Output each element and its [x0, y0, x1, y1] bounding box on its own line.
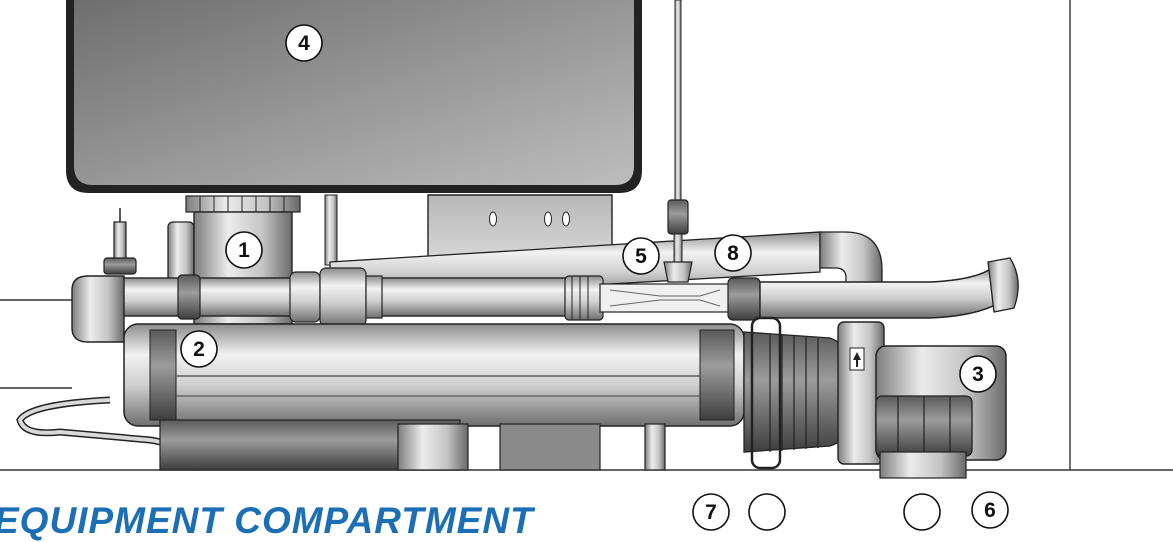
- outlet-pipe: [727, 257, 1019, 321]
- callout-6: 6: [971, 491, 1009, 529]
- venturi-injector: [599, 199, 731, 313]
- callout-blank-right: [903, 493, 941, 531]
- callout-blank-left: [748, 493, 786, 531]
- heat-exchanger: [71, 275, 745, 427]
- vent-pipe: [324, 194, 338, 266]
- svg-text:8: 8: [727, 242, 739, 265]
- callout-7: 7: [692, 493, 730, 531]
- section-title: EQUIPMENT COMPARTMENT: [0, 500, 534, 541]
- mounting-bracket: [427, 194, 613, 263]
- callout-8: 8: [714, 234, 752, 272]
- callout-2: 2: [180, 330, 218, 368]
- svg-text:4: 4: [298, 32, 310, 55]
- svg-text:6: 6: [984, 499, 996, 522]
- svg-text:3: 3: [972, 363, 984, 386]
- callout-5: 5: [622, 237, 660, 275]
- callout-3: 3: [959, 355, 997, 393]
- check-valve: [837, 321, 885, 465]
- drip-tube: [674, 0, 682, 209]
- svg-text:5: 5: [635, 245, 647, 268]
- callout-1: 1: [225, 231, 263, 269]
- svg-text:2: 2: [193, 338, 205, 361]
- callout-4: 4: [285, 24, 323, 62]
- svg-text:1: 1: [238, 239, 250, 262]
- svg-text:7: 7: [705, 501, 717, 524]
- reservoir-tank: [66, 0, 642, 193]
- pump-base: [159, 419, 666, 471]
- callouts: 1 2 3 4 5 8 7: [180, 24, 1009, 531]
